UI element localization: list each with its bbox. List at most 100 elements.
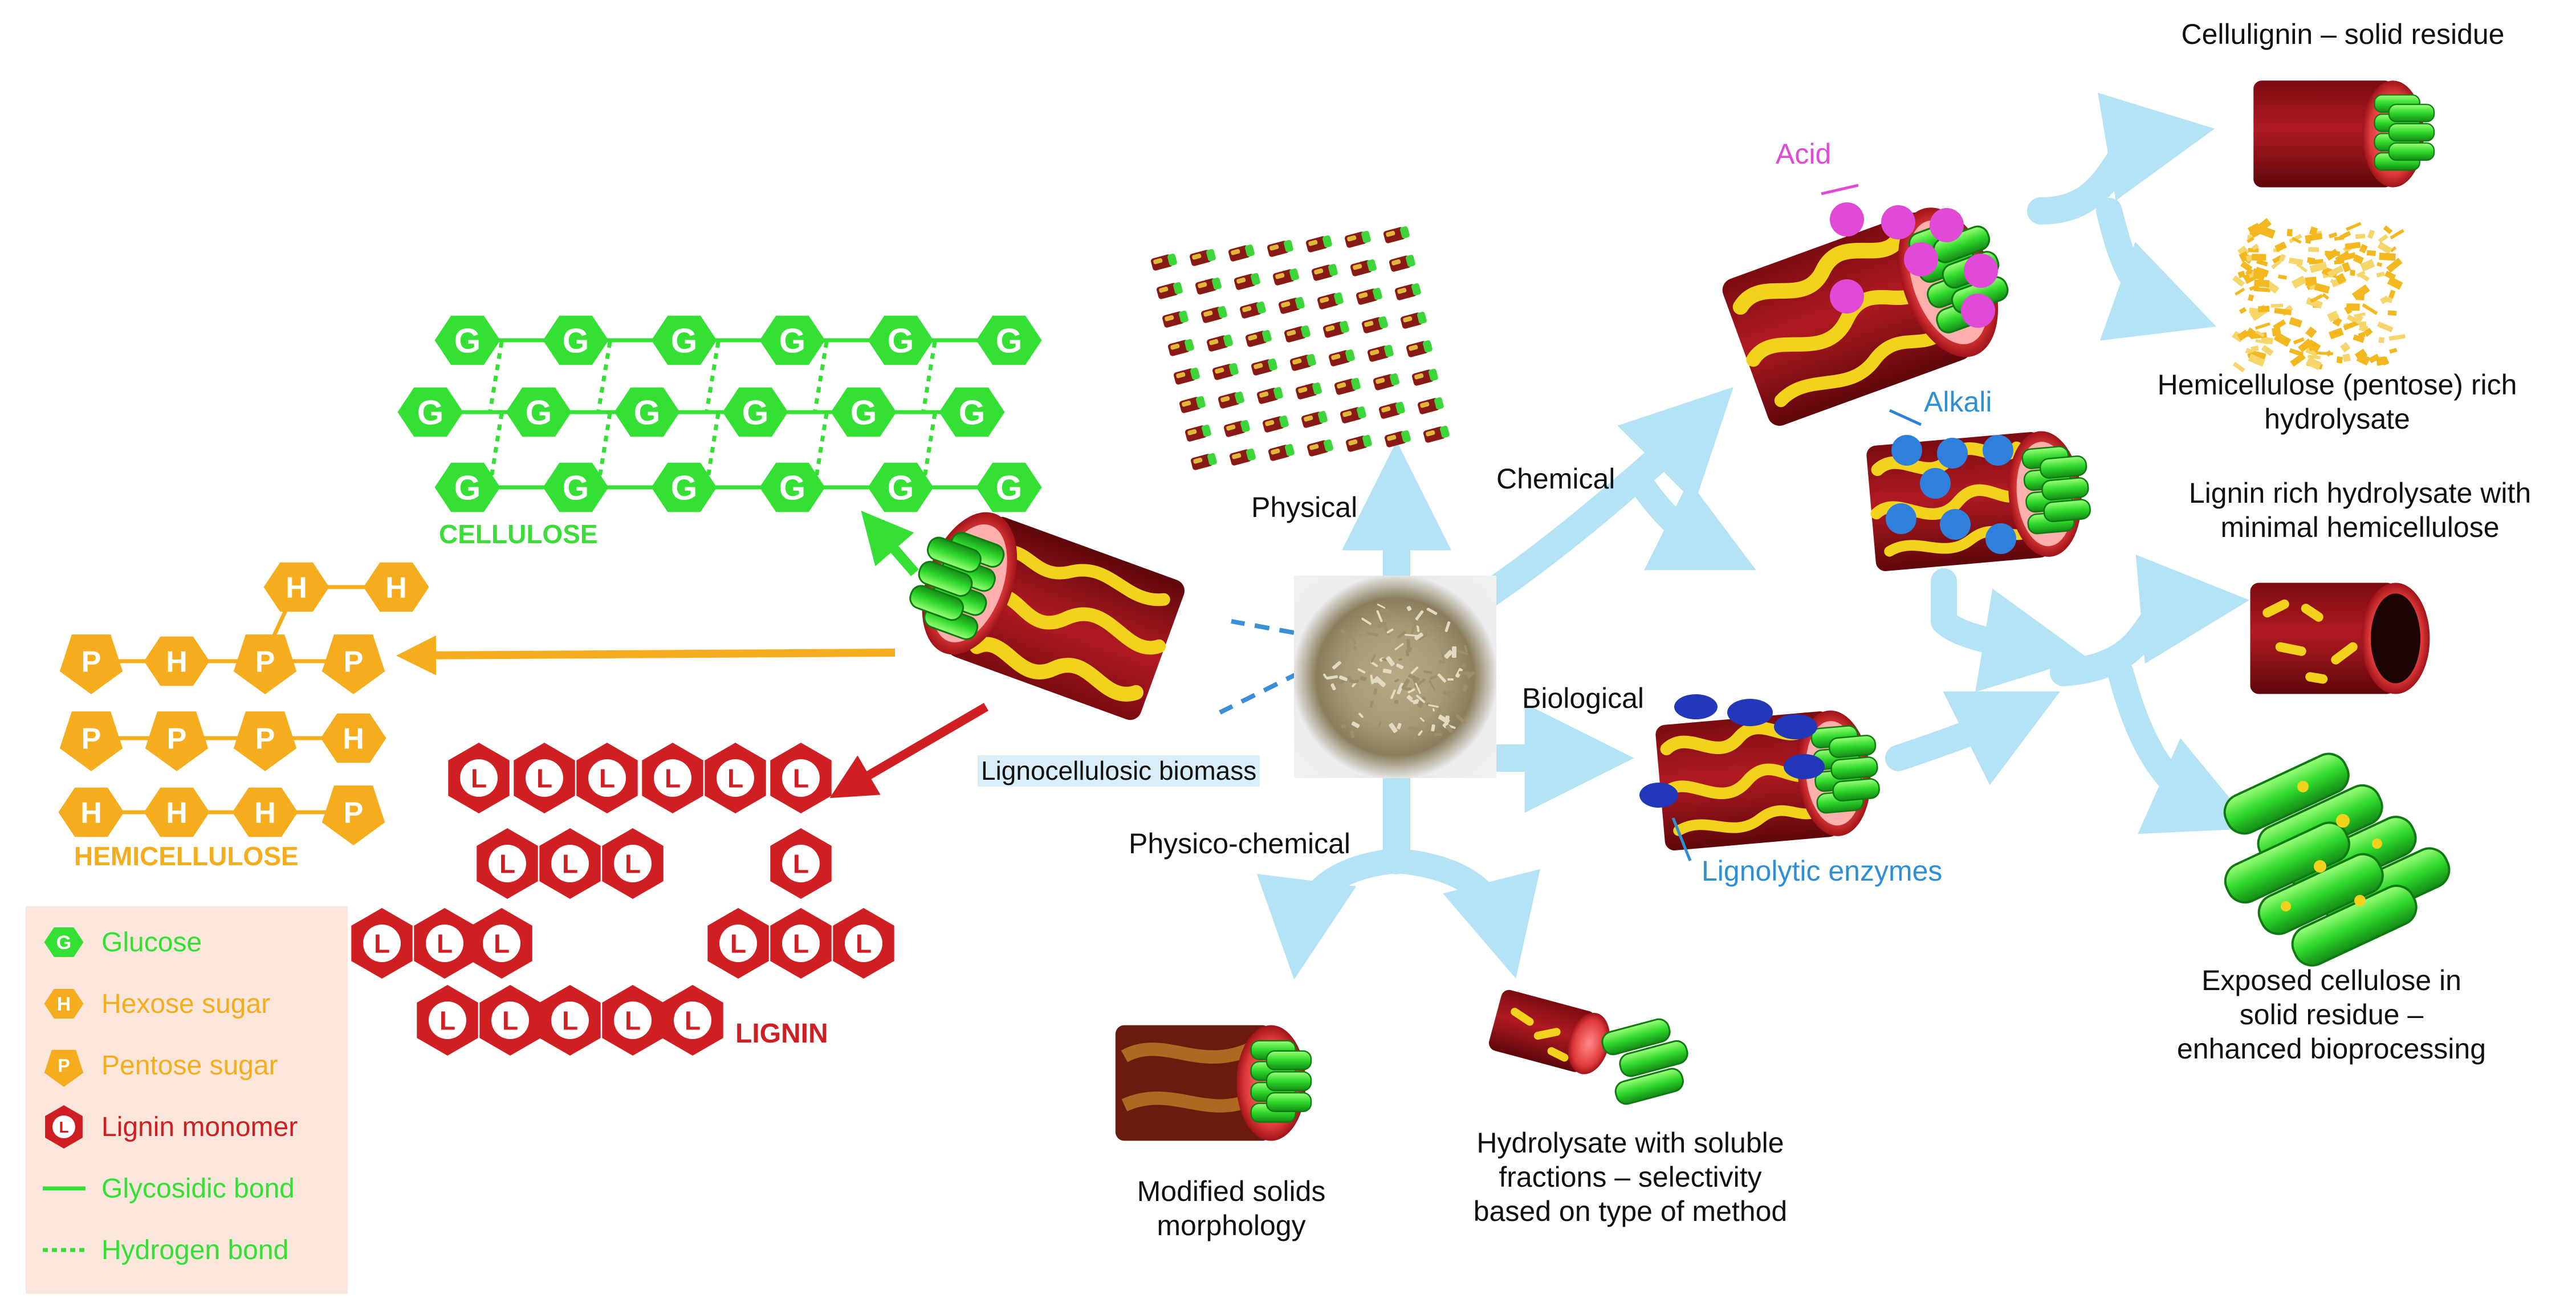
particle-chip: [1411, 369, 1438, 386]
biomass-flake: [1350, 730, 1355, 739]
hydrolysate-fragment: [2362, 303, 2378, 315]
biomass-label: Lignocellulosic biomass: [978, 755, 1260, 787]
hydrolysate-fragment: [2251, 227, 2266, 238]
hydrolysate-fragment: [2350, 270, 2355, 276]
lignin-unit: L: [770, 828, 832, 899]
hydrolysate-fragment: [2356, 270, 2366, 278]
lignin-unit: L: [351, 908, 413, 979]
hydrolysate-fragment: [2330, 278, 2337, 285]
alkali-particle: [1983, 435, 2013, 466]
lignin-hollow-tube: [2250, 583, 2430, 694]
biomass-flake: [1353, 645, 1357, 650]
particle-chip: [1289, 354, 1316, 371]
hydrolysate-fragment: [2293, 337, 2305, 345]
hydrolysate-fragment: [2377, 241, 2392, 255]
monomer-glyph: L: [536, 764, 552, 793]
enzyme-blob: [1674, 694, 1718, 719]
particle-chip: [1367, 345, 1394, 362]
hydrolysate-fragment: [2272, 327, 2281, 337]
enzyme-blob: [1639, 783, 1678, 808]
biomass-flake: [1410, 666, 1419, 675]
monomer-glyph: L: [793, 764, 809, 793]
physico-left-branch: [1256, 848, 1409, 980]
alkali-label: Alkali: [1924, 386, 1992, 418]
particle-chip: [1373, 373, 1399, 390]
hydrolysate-fragment: [2254, 322, 2270, 330]
particle-chip: [1173, 368, 1200, 385]
biomass-flake: [1361, 617, 1372, 626]
monomer-glyph: H: [343, 723, 364, 756]
hydrolysate-fragment: [2253, 287, 2270, 292]
particle-chip: [1156, 282, 1183, 299]
outcome-line: Hydrolysate with soluble: [1476, 1127, 1784, 1159]
alkali-to-merge: [1931, 568, 2087, 693]
modified-solids-label: Modified solids morphology: [1106, 1174, 1357, 1243]
biomass-flake: [1340, 628, 1353, 640]
glucose-unit: G: [976, 462, 1042, 512]
legend-text: Hexose sugar: [101, 988, 271, 1019]
particle-chip: [1218, 392, 1244, 409]
monomer-glyph: G: [56, 932, 71, 954]
hydrolysate-fragment: [2342, 262, 2351, 272]
hydrolysate-fragment: [2327, 265, 2344, 278]
legend-text: Lignin monomer: [101, 1111, 298, 1142]
particle-chip: [1340, 406, 1366, 424]
hydrolysate-fragment: [2286, 229, 2293, 237]
monomer-glyph: H: [166, 646, 188, 679]
monomer-glyph: L: [499, 849, 515, 879]
hydrolysate-fragment: [2383, 225, 2393, 235]
hydrolysate-fragment: [2346, 303, 2360, 311]
lignin-unit: L: [707, 908, 769, 979]
monomer-glyph: L: [494, 929, 510, 959]
hydrolysate-fragment: [2376, 271, 2385, 278]
hydrolysate-fragment: [2359, 321, 2367, 329]
hydrolysate-fragment: [2388, 290, 2396, 299]
hydrolysate-fragment: [2261, 344, 2274, 356]
monomer-glyph: G: [671, 469, 698, 507]
particle-chip: [1195, 278, 1222, 295]
monomer-glyph: L: [599, 764, 615, 793]
biomass-flake: [1369, 701, 1374, 708]
biomass-flake: [1419, 716, 1425, 723]
hydrolysate-fragment: [2342, 353, 2351, 363]
biomass-flake: [1428, 679, 1436, 691]
monomer-glyph: G: [996, 469, 1023, 507]
outcome-line: solid residue –: [2239, 999, 2424, 1031]
hydrolysate-fragment: [2343, 320, 2360, 331]
hydrolysate-fragment: [2306, 356, 2322, 370]
lignin-unit: L: [539, 828, 601, 899]
hydrolysate-fragment: [2354, 348, 2368, 361]
hydrolysate-fragment: [2334, 236, 2345, 241]
biomass-flake: [1402, 687, 1412, 691]
biomass-flake: [1395, 663, 1404, 670]
hydrolysate-fragment: [2252, 351, 2266, 360]
biomass-flake: [1360, 676, 1367, 681]
hydrolysate-fragment: [2305, 233, 2323, 242]
particle-chip: [1356, 288, 1382, 305]
outcome-line: hydrolysate: [2264, 403, 2410, 435]
monomer-glyph: L: [685, 1006, 701, 1036]
alkali-particle: [1985, 523, 2016, 554]
lignin-unit: L: [448, 743, 510, 813]
particle-chip: [1185, 425, 1211, 442]
hydrolysate-fragment: [2360, 259, 2375, 272]
hydrolysate-fragment: [2296, 263, 2308, 272]
lignin-unit: L: [833, 908, 894, 979]
biomass-flake: [1398, 658, 1403, 661]
lignin-unit: L: [514, 743, 575, 813]
biomass-flake: [1431, 724, 1435, 732]
monomer-glyph: G: [888, 469, 914, 507]
hydrolysate-fragment: [2339, 342, 2351, 353]
particle-chip: [1278, 297, 1305, 314]
physical-particles: [1150, 226, 1450, 470]
biomass-flake: [1462, 684, 1468, 693]
monomer-glyph: L: [730, 929, 746, 959]
monomer-glyph: G: [563, 469, 589, 507]
hydrolysate-fragment: [2237, 329, 2249, 341]
biomass-flake: [1426, 724, 1431, 730]
hexose-unit: H: [263, 562, 329, 612]
monomer-glyph: G: [996, 322, 1023, 360]
biological-label: Biological: [1522, 682, 1645, 714]
alkali-particle: [1937, 438, 1968, 469]
